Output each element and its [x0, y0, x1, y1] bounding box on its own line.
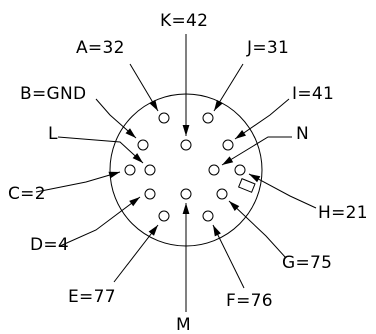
- pin-label-M: M: [176, 315, 191, 334]
- pin-hole-D: [144, 188, 156, 200]
- leader-line-I: [234, 98, 290, 140]
- leader-line-H: [248, 173, 317, 209]
- pin-label-C: C=2: [8, 184, 46, 204]
- pin-hole-L: [144, 164, 156, 176]
- leader-line-L: [57, 136, 144, 164]
- leader-line-G: [228, 200, 287, 259]
- pin-label-G: G=75: [282, 253, 332, 273]
- arrowhead-C: [108, 171, 120, 179]
- pin-label-H: H=21: [318, 203, 368, 223]
- pin-holes: [124, 112, 246, 222]
- pin-label-D: D=4: [30, 235, 69, 255]
- arrowhead-I: [235, 130, 246, 139]
- pin-hole-N: [208, 164, 220, 176]
- arrowhead-F: [213, 225, 221, 237]
- pin-hole-K: [180, 139, 192, 151]
- pin-hole-G: [216, 188, 228, 200]
- pin-hole-A: [158, 112, 170, 124]
- leader-line-N: [221, 136, 292, 166]
- pin-hole-B: [137, 139, 149, 151]
- arrowhead-J: [214, 99, 223, 111]
- arrowhead-H: [249, 174, 261, 183]
- pin-hole-E: [158, 210, 170, 222]
- pin-label-A: A=32: [76, 38, 125, 58]
- pin-label-K: K=42: [160, 11, 208, 31]
- arrowhead-M: [182, 203, 190, 214]
- arrowhead-E: [148, 225, 158, 236]
- pin-hole-F: [202, 210, 214, 222]
- pin-label-N: N: [296, 124, 309, 144]
- leader-lines: [35, 34, 317, 312]
- arrowhead-L: [132, 153, 143, 163]
- pin-label-J: J=31: [246, 38, 289, 58]
- arrowhead-N: [222, 156, 234, 165]
- leader-line-E: [113, 224, 159, 283]
- leader-line-F: [212, 224, 245, 289]
- pin-hole-I: [222, 139, 234, 151]
- polarizing-key: [237, 178, 256, 193]
- leader-line-B: [95, 98, 137, 139]
- pin-hole-C: [124, 164, 136, 176]
- pin-label-L: L: [48, 124, 58, 144]
- leader-line-C: [35, 171, 121, 193]
- arrowhead-B: [125, 128, 136, 138]
- pin-label-F: F=76: [226, 291, 273, 311]
- pin-hole-J: [202, 112, 214, 124]
- arrowhead-D: [129, 197, 140, 207]
- pin-label-I: I=41: [292, 84, 334, 104]
- pin-label-B: B=GND: [20, 84, 86, 104]
- arrowhead-G: [229, 201, 240, 211]
- arrowhead-K: [182, 125, 190, 136]
- arrowhead-A: [149, 99, 158, 111]
- pin-hole-M: [180, 188, 192, 200]
- leader-line-D: [59, 196, 141, 247]
- pin-label-E: E=77: [68, 287, 116, 307]
- pin-hole-H: [234, 164, 246, 176]
